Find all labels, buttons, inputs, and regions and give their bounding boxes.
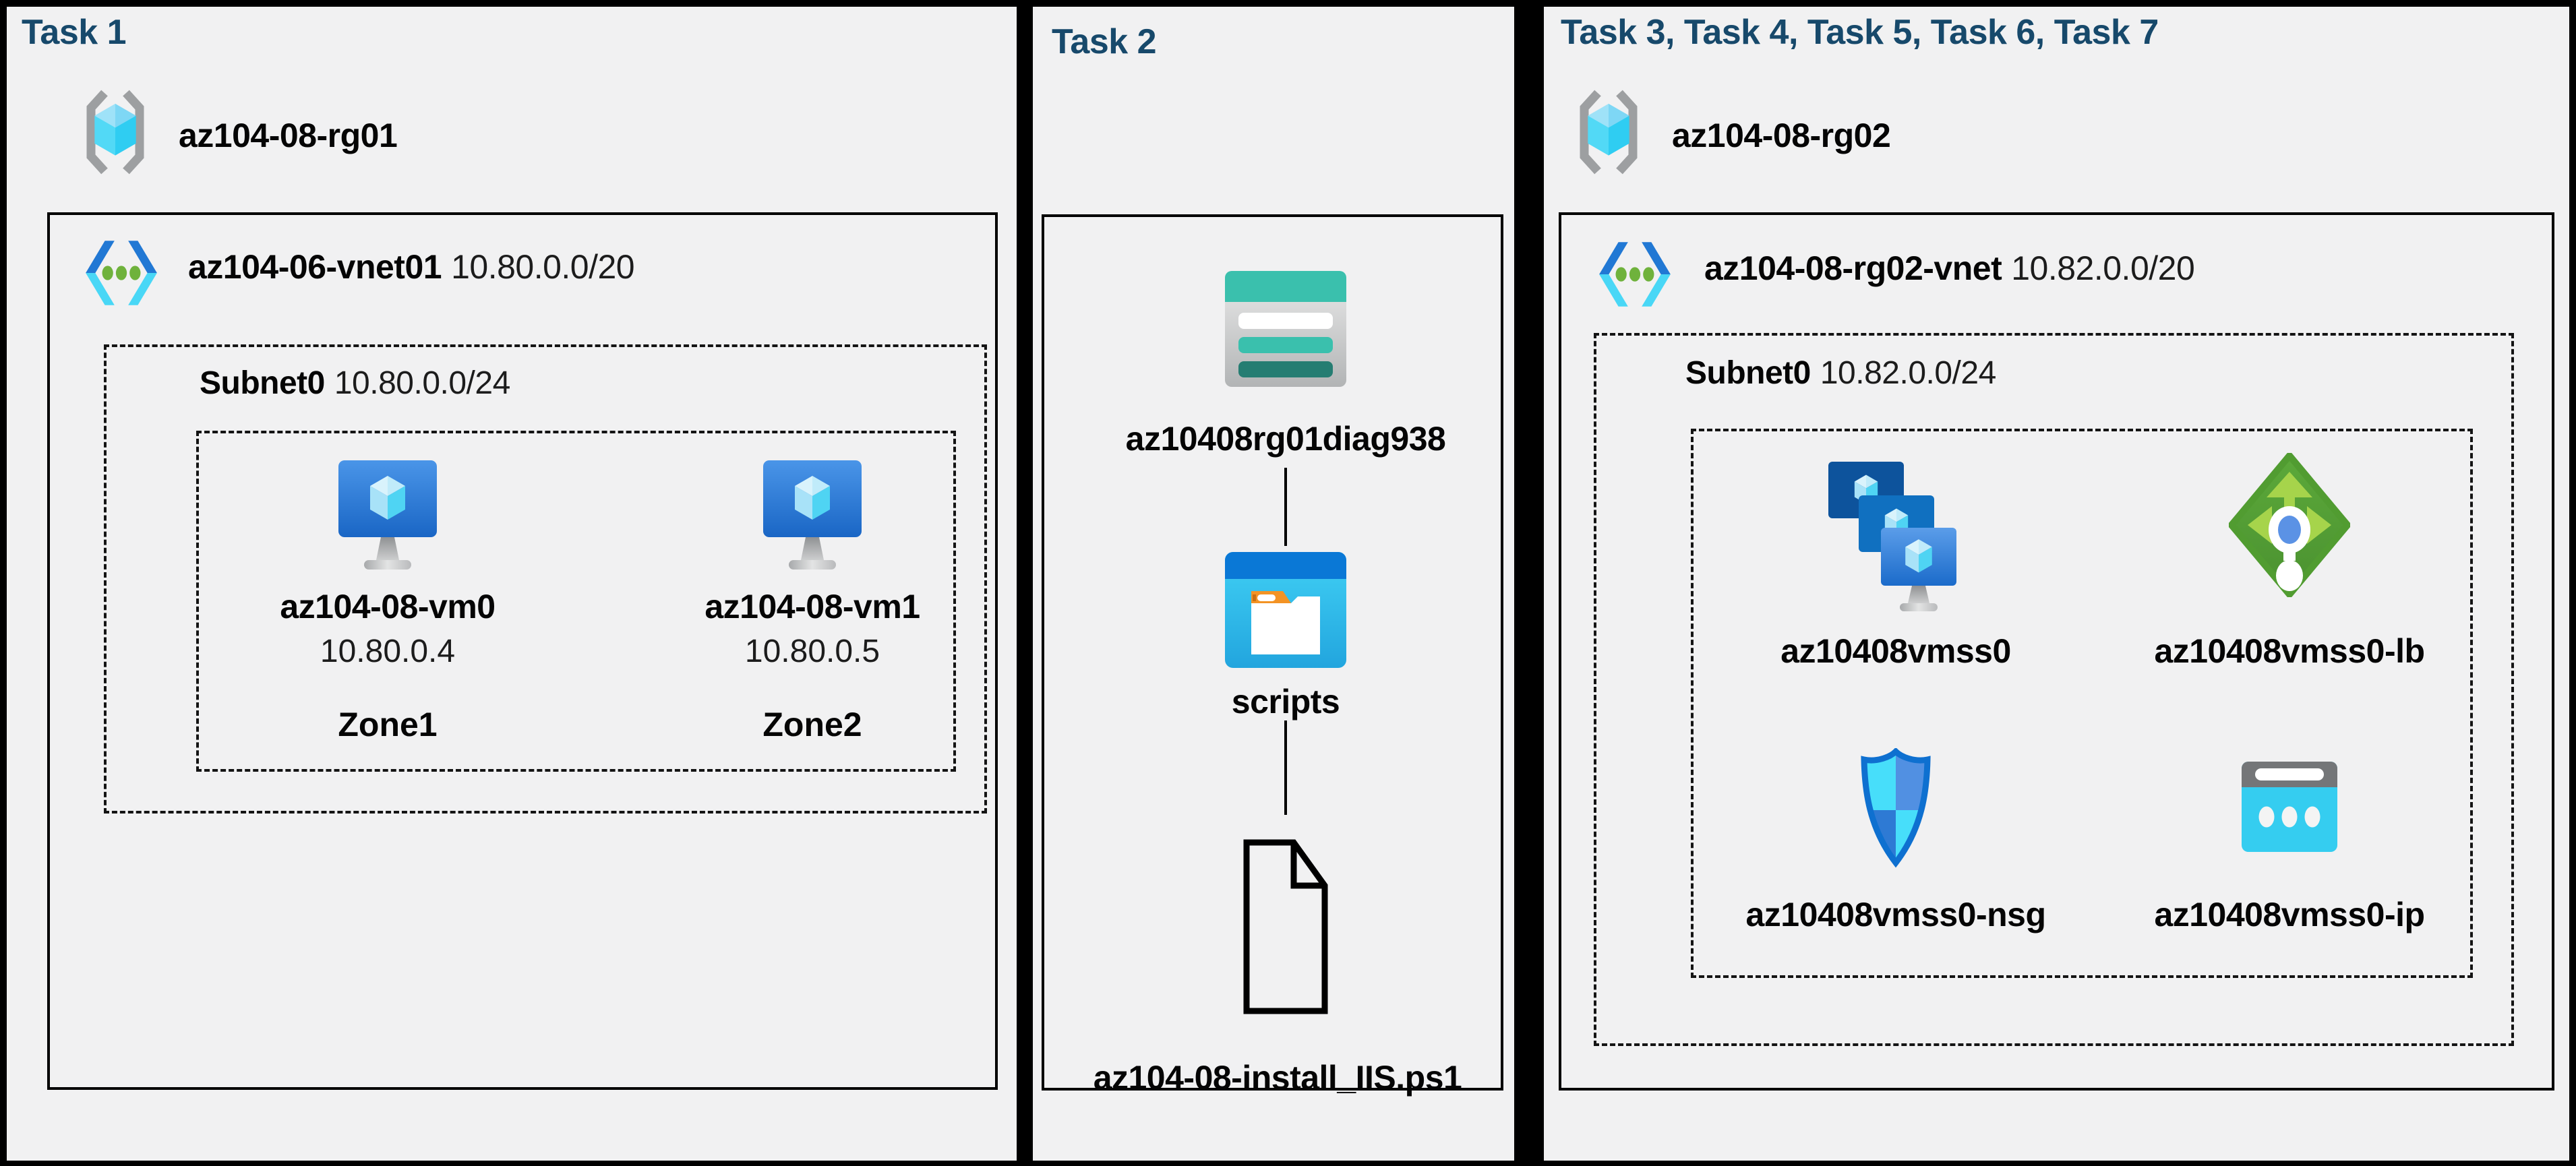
load-balancer-icon — [2229, 453, 2350, 597]
resource-group-name: az104-08-rg02 — [1672, 117, 1891, 154]
nsg-shield-icon — [1861, 748, 1931, 868]
tasks3-7-title: Task 3, Task 4, Task 5, Task 6, Task 7 — [1561, 13, 2159, 52]
vm-zone: Zone1 — [338, 706, 438, 743]
vm-name: az104-08-vm0 — [280, 588, 496, 625]
availability-zone-box: az104-08-vm0 10.80.0.4 Zone1 az104-08-vm… — [196, 431, 956, 772]
virtual-machine-icon — [338, 460, 437, 570]
container-name: scripts — [1231, 683, 1340, 720]
lb-name: az10408vmss0-lb — [2154, 632, 2425, 670]
public-ip-block: az10408vmss0-ip — [2101, 762, 2478, 934]
resource-group-icon — [86, 90, 144, 175]
vnet-cidr: 10.80.0.0/20 — [451, 248, 635, 286]
subnet-name: Subnet0 — [200, 365, 325, 401]
public-ip-icon — [2242, 762, 2337, 852]
vm-ip: 10.80.0.5 — [744, 634, 880, 669]
resource-group-icon — [1580, 90, 1638, 175]
subnet-name: Subnet0 — [1685, 355, 1811, 391]
vnet-name: az104-06-vnet01 — [188, 248, 442, 286]
load-balancer-block: az10408vmss0-lb — [2101, 453, 2478, 671]
public-ip-name: az10408vmss0-ip — [2154, 896, 2425, 933]
storage-box: az10408rg01diag938 scripts az104-08-inst… — [1042, 214, 1503, 1097]
vm0-block: az104-08-vm0 10.80.0.4 Zone1 — [233, 460, 543, 744]
task1-title: Task 1 — [22, 13, 127, 52]
storage-account-name: az10408rg01diag938 — [1125, 420, 1446, 458]
resource-group-name: az104-08-rg01 — [179, 117, 398, 154]
vmss-block: az10408vmss0 — [1707, 462, 2085, 671]
blob-container-icon — [1225, 552, 1346, 668]
virtual-network-icon — [86, 241, 157, 305]
connector-line — [1284, 720, 1287, 815]
connector-line — [1284, 468, 1287, 546]
vnet-name: az104-08-rg02-vnet — [1704, 249, 2002, 287]
nsg-name: az10408vmss0-nsg — [1745, 896, 2046, 933]
vnet-cidr: 10.82.0.0/20 — [2011, 249, 2195, 287]
nsg-block: az10408vmss0-nsg — [1707, 748, 2085, 934]
script-file-name: az104-08-install_IIS.ps1 — [1093, 1059, 1462, 1097]
virtual-network-icon — [1599, 242, 1671, 307]
subnet-cidr: 10.82.0.0/24 — [1820, 355, 1996, 391]
vm-name: az104-08-vm1 — [705, 588, 920, 625]
vmss-resources-box: az10408vmss0 az10408vmss0-lb — [1691, 429, 2473, 978]
vm-ip: 10.80.0.4 — [320, 634, 456, 669]
vm1-block: az104-08-vm1 10.80.0.5 Zone2 — [657, 460, 967, 744]
virtual-machine-icon — [763, 460, 862, 570]
panel-task2: Task 2 az10408rg01diag938 scripts az104-… — [1033, 7, 1514, 1161]
task2-title: Task 2 — [1052, 22, 1157, 61]
vmss-name: az10408vmss0 — [1780, 632, 2011, 670]
vm-zone: Zone2 — [762, 706, 862, 743]
panel-tasks3-7: Task 3, Task 4, Task 5, Task 6, Task 7 a… — [1544, 7, 2569, 1161]
file-icon — [1243, 839, 1328, 1014]
vm-scale-set-icon — [1828, 462, 1956, 611]
storage-account-icon — [1225, 271, 1346, 387]
subnet-cidr: 10.80.0.0/24 — [334, 365, 510, 401]
